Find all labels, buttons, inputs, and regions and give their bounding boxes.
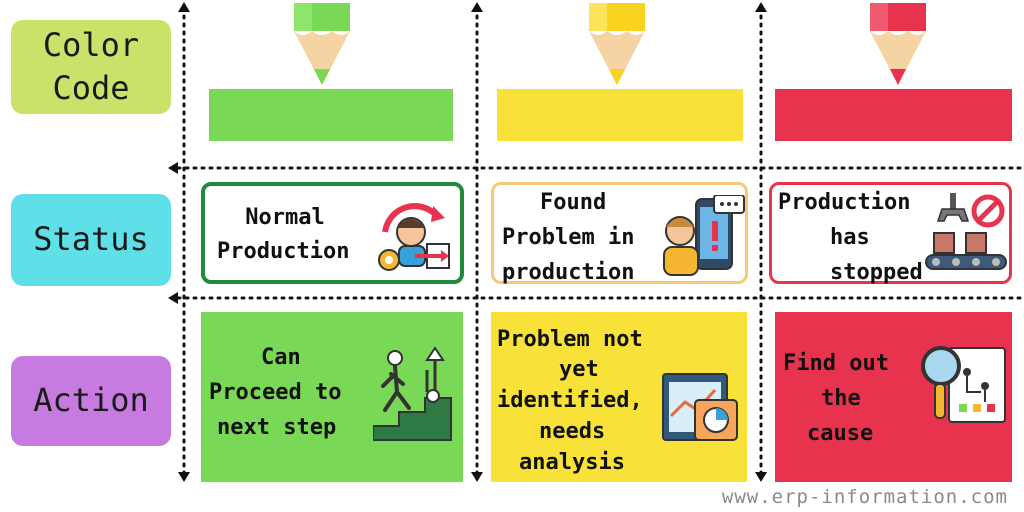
status-card-red: Production has stopped [769,182,1012,285]
status-green-line2: Production [217,239,350,264]
action-yellow-line1: Problem not [497,327,643,352]
status-label: Status [11,194,171,286]
action-green-line3: next step [217,415,337,440]
status-red-line1: Production [778,190,911,215]
status-card-yellow: Found Problem in production [491,182,748,285]
worker-gear-cycle-icon [378,203,450,271]
action-yellow-line4: needs [539,419,606,444]
status-yellow-line2: Problem in [502,225,635,250]
person-climbing-stairs-icon [373,346,452,441]
analytics-dashboard-icon [662,373,738,441]
action-red-line1: Find out [783,351,889,376]
swatch-red [775,89,1012,141]
action-cell-yellow: Problem not yet identified, needs analys… [491,312,747,482]
status-green-line1: Normal [245,205,325,230]
pencil-red-icon [870,3,926,85]
pencil-yellow-icon [589,3,645,85]
robot-arm-conveyor-stop-icon [925,193,1007,270]
swatch-yellow [497,89,743,141]
footer-watermark: www.erp-information.com [721,486,1008,508]
action-cell-green: Can Proceed to next step [201,312,463,482]
status-yellow-line1: Found [540,190,607,215]
action-green-line1: Can [261,345,301,370]
magnifier-flowchart-icon [921,346,1006,423]
color-code-label: Color Code [11,20,171,114]
action-cell-red: Find out the cause [775,312,1012,482]
action-yellow-line3: identified, [497,388,643,413]
action-green-line2: Proceed to [209,380,342,405]
status-card-green: Normal Production [201,182,464,284]
status-red-line3: stopped [830,260,923,285]
action-yellow-line5: analysis [519,450,625,475]
status-red-line2: has [830,225,870,250]
worker-phone-alert-icon [663,195,745,276]
status-yellow-line3: production [502,260,635,285]
action-red-line3: cause [807,421,874,446]
action-red-line2: the [821,386,861,411]
pencil-green-icon [294,3,350,85]
action-label: Action [11,356,171,446]
swatch-green [209,89,453,141]
action-yellow-line2: yet [559,357,599,382]
